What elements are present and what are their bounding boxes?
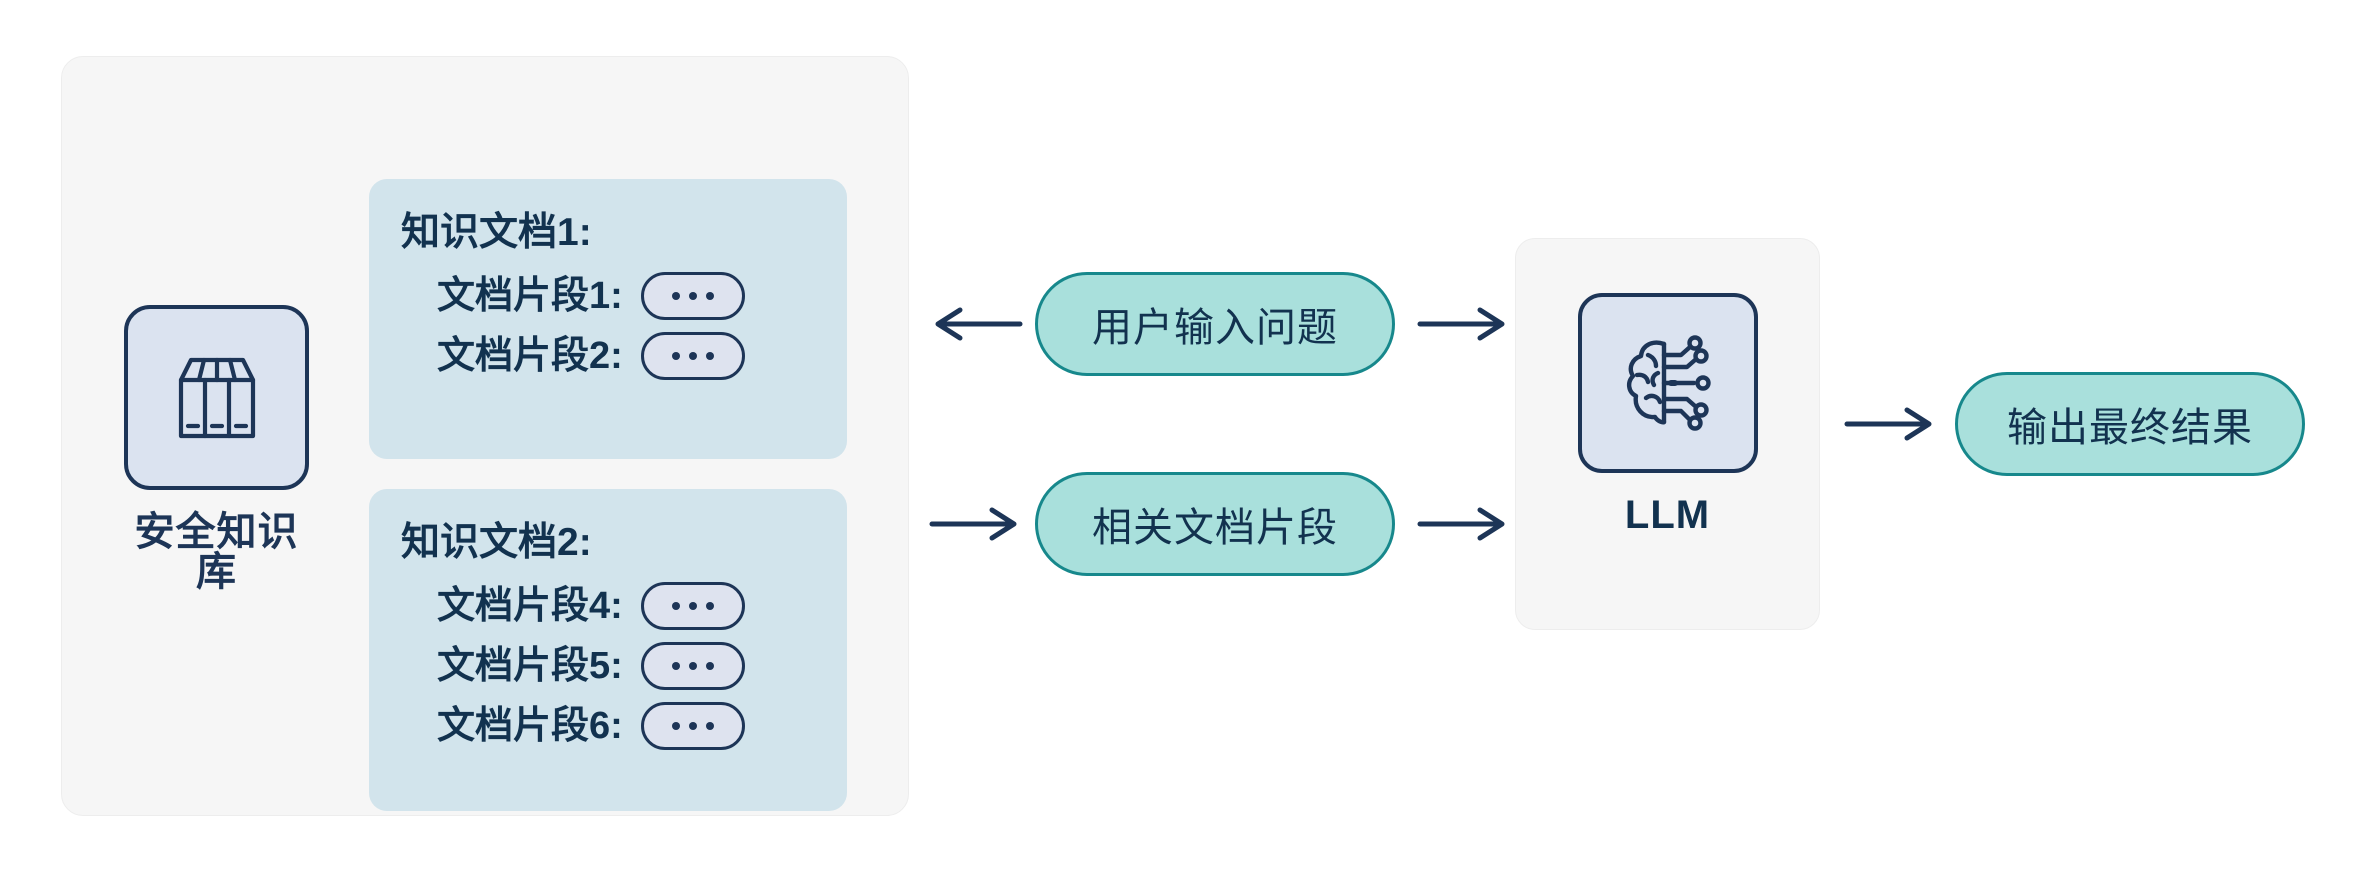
user-question-pill[interactable]: 用户输入问题: [1035, 272, 1395, 376]
fragment-ellipsis-badge[interactable]: [640, 702, 745, 750]
knowledge-document-card[interactable]: 知识文档2: 文档片段4: 文档片段5: 文档片段6:: [369, 489, 847, 811]
dot-icon: [671, 722, 680, 730]
fragment-ellipsis-badge[interactable]: [640, 272, 745, 320]
dot-icon: [705, 722, 714, 730]
dot-icon: [671, 602, 680, 610]
dot-icon: [671, 662, 680, 670]
document-fragment-row[interactable]: 文档片段5:: [437, 642, 847, 690]
document-fragment-row[interactable]: 文档片段6:: [437, 702, 847, 750]
ai-brain-circuit-icon: [1577, 293, 1758, 473]
dot-icon: [705, 602, 714, 610]
dot-icon: [688, 722, 697, 730]
arrow-query-to-llm: [1417, 304, 1510, 344]
dot-icon: [688, 662, 697, 670]
document-fragment-row[interactable]: 文档片段4:: [437, 582, 847, 630]
dot-icon: [705, 352, 714, 360]
arrow-fragment-to-llm: [1417, 504, 1510, 544]
fragment-label: 文档片段4:: [437, 585, 623, 627]
fragment-ellipsis-badge[interactable]: [640, 642, 745, 690]
fragment-ellipsis-badge[interactable]: [640, 332, 745, 380]
fragment-label: 文档片段5:: [437, 645, 623, 687]
document-title: 知识文档2:: [401, 521, 592, 564]
dot-icon: [705, 292, 714, 300]
arrow-kb-to-fragment: [929, 504, 1022, 544]
dot-icon: [688, 292, 697, 300]
document-title: 知识文档1:: [401, 211, 592, 254]
knowledge-base-panel: 安全知识库 知识文档1: 文档片段1: 文档片段2:: [61, 56, 909, 816]
llm-caption: LLM: [1624, 493, 1711, 537]
fragment-label: 文档片段2:: [437, 335, 623, 377]
fragment-label: 文档片段6:: [437, 705, 623, 747]
dot-icon: [705, 662, 714, 670]
knowledge-base-caption: 安全知识库: [134, 510, 299, 594]
dot-icon: [671, 292, 680, 300]
relevant-fragments-pill[interactable]: 相关文档片段: [1035, 472, 1395, 576]
arrow-llm-to-output: [1844, 404, 1937, 444]
arrow-query-to-kb: [930, 304, 1023, 344]
library-books-icon: [124, 305, 309, 490]
dot-icon: [671, 352, 680, 360]
fragment-label: 文档片段1:: [437, 275, 623, 317]
document-fragment-row[interactable]: 文档片段1:: [437, 272, 847, 320]
knowledge-document-card[interactable]: 知识文档1: 文档片段1: 文档片段2:: [369, 179, 847, 459]
llm-panel: LLM: [1515, 238, 1820, 630]
final-output-pill[interactable]: 输出最终结果: [1955, 372, 2305, 476]
fragment-ellipsis-badge[interactable]: [640, 582, 745, 630]
dot-icon: [688, 352, 697, 360]
dot-icon: [688, 602, 697, 610]
knowledge-base-identity: 安全知识库: [124, 305, 309, 592]
document-fragment-row[interactable]: 文档片段2:: [437, 332, 847, 380]
